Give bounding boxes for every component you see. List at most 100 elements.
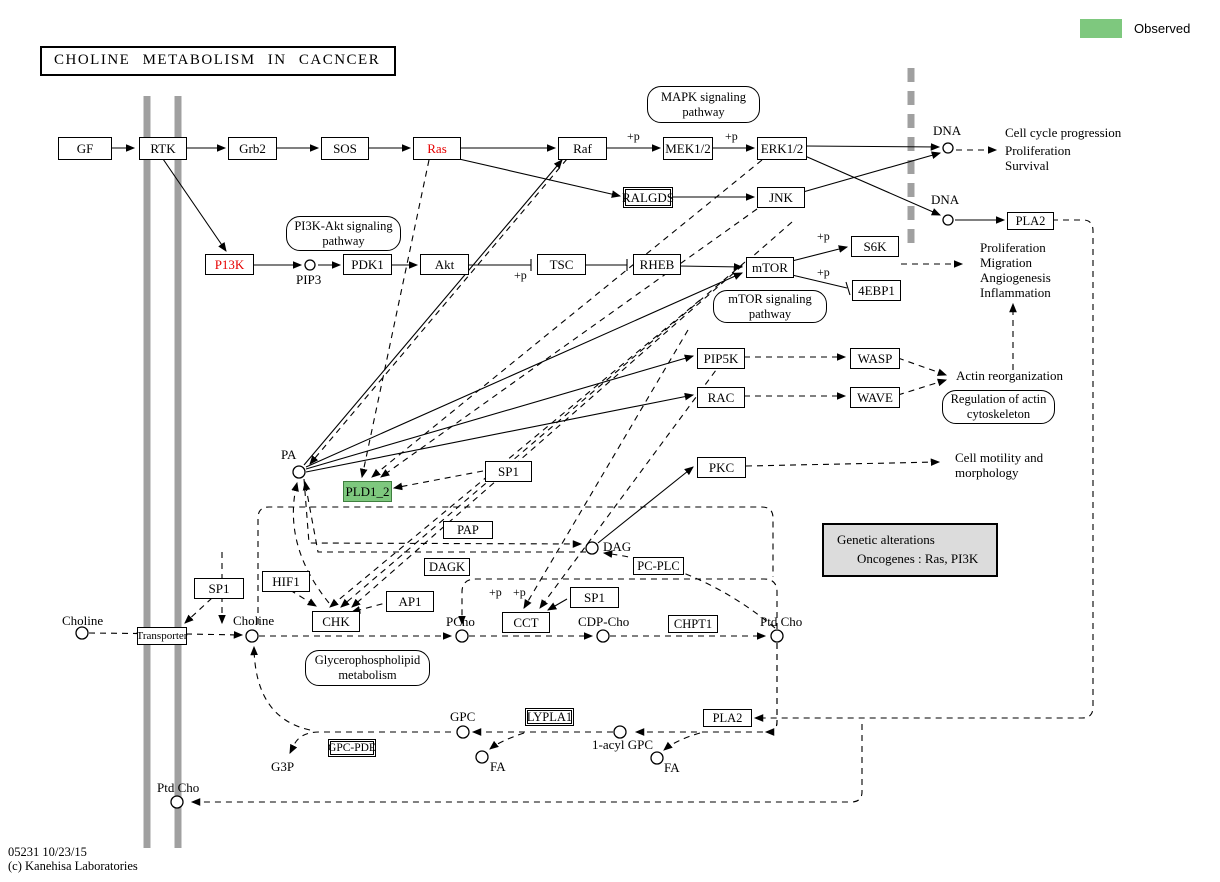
- genetic-alterations-box: Genetic alterations Oncogenes : Ras, PI3…: [822, 523, 998, 577]
- node-mtor[interactable]: mTOR: [746, 257, 794, 278]
- compound-ptdcho-bottom[interactable]: [170, 795, 184, 809]
- node-akt[interactable]: Akt: [420, 254, 469, 275]
- compound-ptdcho[interactable]: [770, 629, 784, 643]
- label-1acylgpc: 1-acyl GPC: [592, 737, 654, 752]
- outcome-proliferation1: Proliferation: [1005, 143, 1071, 158]
- node-sos[interactable]: SOS: [321, 137, 369, 160]
- label-choline-out: Choline: [62, 613, 104, 628]
- plus-p-mtor-s6k: +p: [817, 229, 830, 243]
- node-chpt1[interactable]: CHPT1: [668, 615, 718, 633]
- compound-choline-in[interactable]: [245, 629, 259, 643]
- node-gf[interactable]: GF: [58, 137, 112, 160]
- label-pip3: PIP3: [296, 272, 322, 287]
- node-sp1-left[interactable]: SP1: [194, 578, 244, 599]
- node-pld1-2[interactable]: PLD1_2: [343, 481, 392, 502]
- node-rtk[interactable]: RTK: [139, 137, 187, 160]
- map-title: CHOLINE METABOLISM IN CACNCER: [40, 46, 397, 76]
- label-pa: PA: [281, 447, 297, 462]
- pathway-glycerophospholipid[interactable]: Glycerophospholipid metabolism: [305, 650, 430, 686]
- label-dna2: DNA: [931, 192, 960, 207]
- outcome-actin-reorganization: Actin reorganization: [956, 368, 1063, 383]
- pathway-actin-regulation[interactable]: Regulation of actin cytoskeleton: [942, 390, 1055, 424]
- legend-label: Observed: [1134, 21, 1191, 36]
- compound-1acylgpc[interactable]: [613, 725, 627, 739]
- node-sp1-mid[interactable]: SP1: [570, 587, 619, 608]
- node-ap1[interactable]: AP1: [386, 591, 434, 612]
- node-chk[interactable]: CHK: [312, 611, 360, 632]
- compound-gpc[interactable]: [456, 725, 470, 739]
- compound-fa1[interactable]: [475, 750, 489, 764]
- node-transporter[interactable]: Transporter: [137, 627, 187, 645]
- node-pc-plc[interactable]: PC-PLC: [633, 557, 684, 575]
- label-pcho: PCho: [446, 614, 475, 629]
- dashed-arrows: [88, 146, 1094, 806]
- outcome-cell-cycle: Cell cycle progression: [1005, 125, 1122, 140]
- genetic-alterations-oncogenes: Oncogenes : Ras, PI3K: [857, 551, 979, 566]
- cell-membrane: [143, 96, 182, 848]
- compound-circles: [75, 142, 954, 809]
- node-hif1[interactable]: HIF1: [262, 571, 310, 592]
- pathway-mapk[interactable]: MAPK signaling pathway: [647, 86, 760, 123]
- outcome-survival: Survival: [1005, 158, 1050, 173]
- plus-p-cct-1: +p: [489, 585, 502, 599]
- node-gpc-pde[interactable]: GPC-PDE: [328, 739, 376, 757]
- node-erk12[interactable]: ERK1/2: [757, 137, 807, 160]
- outcome-cell-motility: Cell motility and morphology: [955, 450, 1044, 480]
- node-mek12[interactable]: MEK1/2: [663, 137, 713, 160]
- node-s6k[interactable]: S6K: [851, 236, 899, 257]
- pathway-pi3k-akt[interactable]: PI3K-Akt signaling pathway: [286, 216, 401, 251]
- node-dagk[interactable]: DAGK: [424, 558, 470, 576]
- node-lypla1[interactable]: LYPLA1: [525, 708, 574, 726]
- node-pla2-nuclear[interactable]: PLA2: [1007, 212, 1054, 230]
- node-jnk[interactable]: JNK: [757, 187, 805, 208]
- node-wasp[interactable]: WASP: [850, 348, 900, 369]
- plus-p-cct-2: +p: [513, 585, 526, 599]
- label-fa1: FA: [490, 759, 506, 774]
- node-pi3k[interactable]: P13K: [205, 254, 254, 275]
- compound-pip3[interactable]: [304, 259, 316, 271]
- node-raf[interactable]: Raf: [558, 137, 607, 160]
- label-ptdcho: Ptd Cho: [760, 614, 803, 629]
- outcome-inflammation: Inflammation: [980, 285, 1051, 300]
- node-wave[interactable]: WAVE: [850, 387, 900, 408]
- label-fa2: FA: [664, 760, 680, 775]
- plus-p-mtor-4ebp1: +p: [817, 265, 830, 279]
- compound-dna1[interactable]: [942, 142, 954, 154]
- node-pla2-lower[interactable]: PLA2: [703, 709, 752, 727]
- pathway-mtor[interactable]: mTOR signaling pathway: [713, 290, 827, 323]
- label-gpc: GPC: [450, 709, 476, 724]
- node-sp1-upper[interactable]: SP1: [485, 461, 532, 482]
- node-rac[interactable]: RAC: [697, 387, 745, 408]
- node-pkc[interactable]: PKC: [697, 457, 746, 478]
- compound-fa2[interactable]: [650, 751, 664, 765]
- node-cct[interactable]: CCT: [502, 612, 550, 633]
- node-pap[interactable]: PAP: [443, 521, 493, 539]
- node-ras[interactable]: Ras: [413, 137, 461, 160]
- node-tsc[interactable]: TSC: [537, 254, 586, 275]
- node-rheb[interactable]: RHEB: [633, 254, 681, 275]
- compound-dna2[interactable]: [942, 214, 954, 226]
- compound-dag[interactable]: [585, 541, 599, 555]
- node-pip5k[interactable]: PIP5K: [697, 348, 745, 369]
- compound-pa[interactable]: [292, 465, 306, 479]
- compound-choline-out[interactable]: [75, 626, 89, 640]
- label-cdpcho: CDP-Cho: [578, 614, 630, 629]
- plus-p-raf-mek: +p: [627, 129, 640, 143]
- node-ralgds[interactable]: RALGDS: [622, 187, 674, 208]
- label-choline-in: Choline: [233, 613, 275, 628]
- label-g3p: G3P: [271, 759, 295, 774]
- legend: Observed: [1080, 19, 1190, 38]
- outcome-migration: Migration: [980, 255, 1032, 270]
- compound-pcho[interactable]: [455, 629, 469, 643]
- genetic-alterations-title: Genetic alterations: [837, 532, 935, 547]
- node-4ebp1[interactable]: 4EBP1: [852, 280, 901, 301]
- copyright: (c) Kanehisa Laboratories: [8, 859, 138, 873]
- plus-p-mek-erk: +p: [725, 129, 738, 143]
- solid-arrows: [110, 143, 1006, 611]
- plus-p-akt-tsc: +p: [514, 268, 527, 282]
- node-grb2[interactable]: Grb2: [228, 137, 277, 160]
- compound-cdpcho[interactable]: [596, 629, 610, 643]
- node-pdk1[interactable]: PDK1: [343, 254, 392, 275]
